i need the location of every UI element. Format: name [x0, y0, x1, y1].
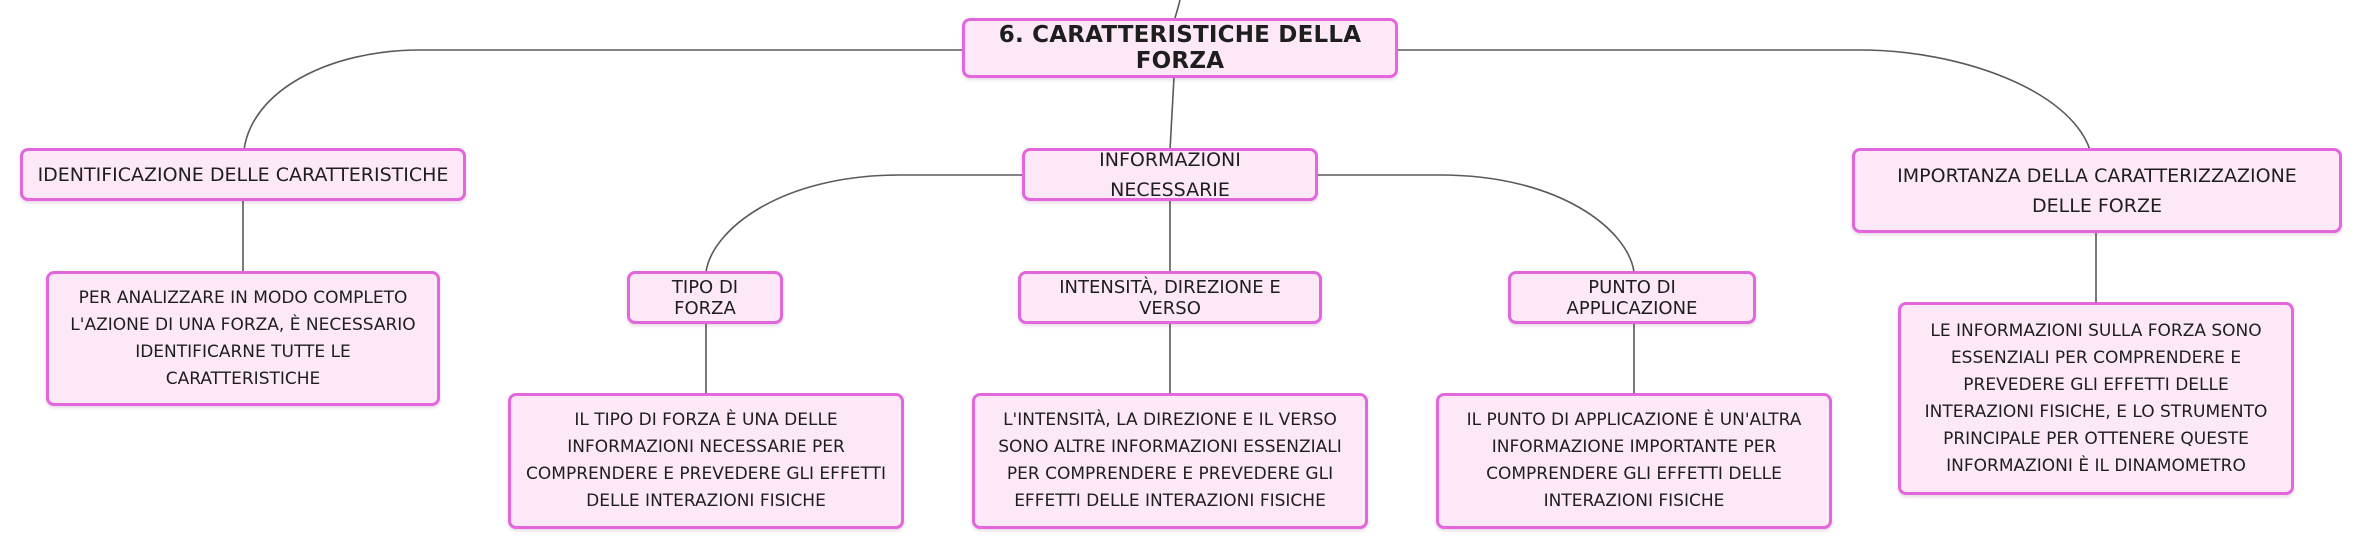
node-importanza[interactable]: IMPORTANZA DELLA CARATTERIZZAZIONE DELLE… [1852, 148, 2342, 233]
connector-root-to-identificazione [243, 49, 962, 151]
node-intensita[interactable]: INTENSITÀ, DIREZIONE E VERSO [1018, 271, 1322, 324]
node-identificazione-label: IDENTIFICAZIONE DELLE CARATTERISTICHE [37, 163, 449, 186]
desc-tipo[interactable]: IL TIPO DI FORZA È UNA DELLE INFORMAZION… [508, 393, 904, 529]
node-identificazione[interactable]: IDENTIFICAZIONE DELLE CARATTERISTICHE [20, 148, 466, 201]
desc-identificazione[interactable]: PER ANALIZZARE IN MODO COMPLETO L'AZIONE… [46, 271, 440, 406]
connector-root-to-importanza [1398, 49, 2091, 151]
node-informazioni[interactable]: INFORMAZIONI NECESSARIE [1022, 148, 1318, 201]
root-node[interactable]: 6. CARATTERISTICHE DELLA FORZA [962, 18, 1398, 78]
node-intensita-label: INTENSITÀ, DIREZIONE E VERSO [1059, 276, 1281, 319]
node-informazioni-label: INFORMAZIONI NECESSARIE [1099, 148, 1241, 201]
connector-informazioni-to-tipo [705, 174, 1023, 273]
node-punto[interactable]: PUNTO DI APPLICAZIONE [1508, 271, 1756, 324]
node-tipo[interactable]: TIPO DI FORZA [627, 271, 783, 324]
node-punto-label: PUNTO DI APPLICAZIONE [1566, 276, 1698, 319]
desc-tipo-text: IL TIPO DI FORZA È UNA DELLE INFORMAZION… [526, 410, 886, 511]
desc-intensita-text: L'INTENSITÀ, LA DIREZIONE E IL VERSO SON… [998, 410, 1342, 511]
desc-importanza[interactable]: LE INFORMAZIONI SULLA FORZA SONO ESSENZI… [1898, 302, 2294, 495]
connector-root-to-parent [1174, 0, 1181, 19]
desc-punto-text: IL PUNTO DI APPLICAZIONE È UN'ALTRA INFO… [1466, 410, 1802, 511]
connector-informazioni-to-punto [1317, 174, 1635, 273]
desc-intensita[interactable]: L'INTENSITÀ, LA DIREZIONE E IL VERSO SON… [972, 393, 1368, 529]
desc-punto[interactable]: IL PUNTO DI APPLICAZIONE È UN'ALTRA INFO… [1436, 393, 1832, 529]
connector-root-to-informazioni [1169, 76, 1175, 151]
node-importanza-label: IMPORTANZA DELLA CARATTERIZZAZIONE DELLE… [1897, 164, 2297, 217]
desc-identificazione-text: PER ANALIZZARE IN MODO COMPLETO L'AZIONE… [70, 287, 416, 389]
desc-importanza-text: LE INFORMAZIONI SULLA FORZA SONO ESSENZI… [1924, 320, 2268, 476]
node-tipo-label: TIPO DI FORZA [671, 276, 739, 319]
root-node-label: 6. CARATTERISTICHE DELLA FORZA [998, 22, 1362, 74]
